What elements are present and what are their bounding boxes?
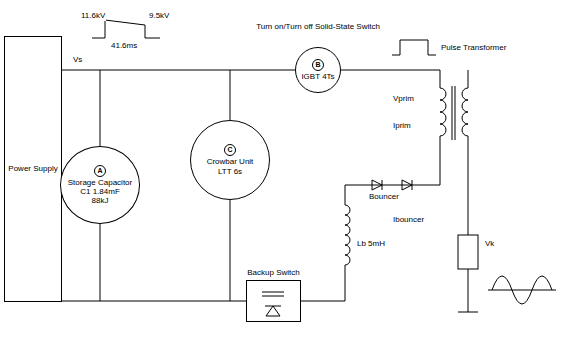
signal-name: Ibouncer (392, 216, 425, 225)
wire (341, 70, 440, 71)
wire (230, 200, 231, 301)
wire (100, 223, 101, 301)
transformer-core (452, 86, 453, 140)
diode-symbol (412, 180, 413, 190)
time-label: 41.6ms (110, 42, 138, 51)
diode-symbol (382, 180, 383, 190)
signal-name: Vk (484, 240, 495, 249)
storage-capacitor-circle: AStorage CapacitorC1 1.84mF88kJ (60, 146, 140, 224)
node-text: IGBT 4Ts (301, 72, 334, 81)
thyristor-symbol (265, 306, 281, 307)
crowbar-unit-circle: CCrowbar UnitLTT 6s (190, 120, 270, 200)
node-heading: Backup Switch (246, 268, 300, 277)
node-text: Crowbar Unit (207, 157, 254, 166)
transformer-core (455, 86, 456, 140)
wire-connector (62, 301, 246, 302)
wire-connector (62, 70, 295, 71)
capacitor-plate (262, 292, 284, 293)
part-value: Lb 5mH (356, 240, 386, 249)
wire (62, 70, 295, 71)
signal-name: Vs (72, 56, 83, 65)
solid-state-switch-circle: BTurn on/Turn off Solid-State SwitchIGBT… (295, 47, 341, 93)
node-text: 88kJ (92, 196, 109, 205)
callout-letter: B (312, 59, 324, 71)
node-text: LTT 6s (218, 167, 242, 176)
node-heading: Turn on/Turn off Solid-State Switch (255, 22, 381, 31)
node-text: Storage Capacitor (68, 178, 132, 187)
transformer-secondary (462, 70, 468, 235)
voltage-waveform (92, 20, 160, 38)
ground-symbol (458, 312, 478, 313)
power-supply-box: Power Supply (4, 36, 62, 302)
wire (62, 301, 246, 302)
wire (345, 185, 440, 205)
capacitor-plate (262, 296, 284, 297)
diode-symbol (372, 180, 382, 190)
diode-symbol (402, 180, 412, 190)
bouncer-inductor (301, 205, 350, 301)
part-name: Pulse Transformer (440, 44, 507, 53)
callout-letter: A (94, 165, 106, 177)
wire (100, 70, 101, 147)
signal-name: Vprim (392, 95, 415, 104)
transformer-primary (440, 70, 446, 185)
axis (488, 290, 556, 291)
callout-letter: C (224, 144, 236, 156)
part-name: Bouncer (368, 193, 400, 202)
klystron-symbol (458, 235, 478, 269)
wire (230, 70, 231, 120)
thyristor-symbol (266, 306, 280, 316)
signal-name: Iprim (392, 122, 412, 131)
voltage-label: 9.5kV (148, 12, 170, 21)
pulse-waveform (392, 40, 436, 55)
node-text: Power Supply (8, 164, 57, 173)
node-text: C1 1.84mF (80, 187, 120, 196)
wire (468, 269, 469, 312)
voltage-label: 11.6kV (80, 12, 106, 21)
backup-switch-box: Backup Switch (246, 280, 301, 322)
